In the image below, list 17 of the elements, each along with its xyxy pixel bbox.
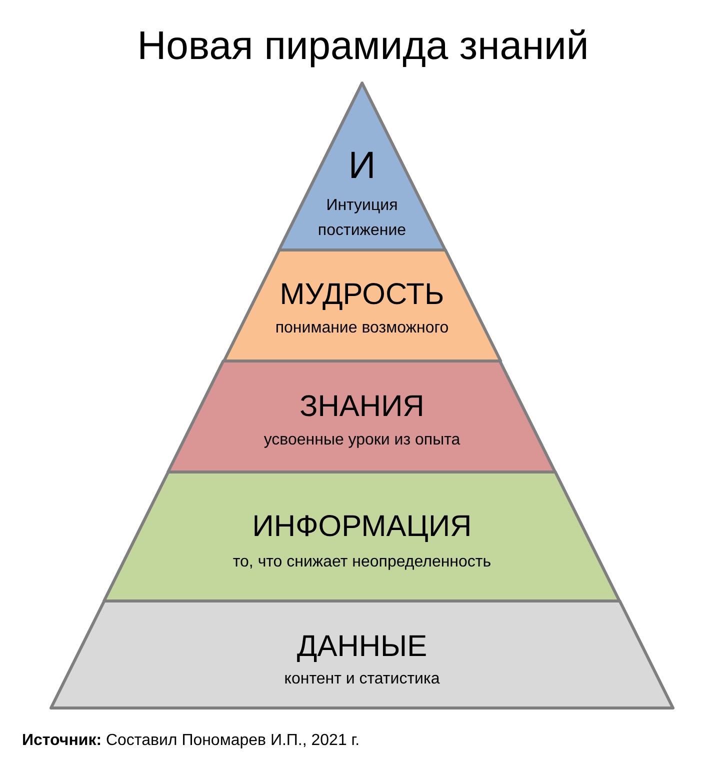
tier-description: усвоенные уроки из опыта — [264, 430, 460, 450]
pyramid-tier — [276, 81, 448, 252]
pyramid-tier — [49, 599, 675, 710]
tier-description: понимание возможного — [275, 318, 449, 338]
tier-heading: ДАННЫЕ — [296, 630, 428, 664]
tier-heading: И — [348, 145, 376, 187]
source-note: Источник: Составил Пономарев И.П., 2021 г. — [22, 731, 360, 751]
tier-description: Интуиция постижение — [316, 196, 408, 241]
tier-description: то, что снижает неопределенность — [232, 552, 492, 572]
pyramid-tier — [102, 470, 622, 603]
pyramid-tier — [166, 359, 558, 474]
tier-description: контент и статистика — [284, 670, 440, 690]
tier-heading: ИНФОРМАЦИЯ — [252, 510, 472, 544]
diagram-title: Новая пирамида знаний — [137, 23, 589, 70]
pyramid-tier — [222, 248, 502, 363]
tier-heading: ЗНАНИЯ — [300, 390, 424, 424]
tier-heading: МУДРОСТЬ — [280, 278, 444, 312]
